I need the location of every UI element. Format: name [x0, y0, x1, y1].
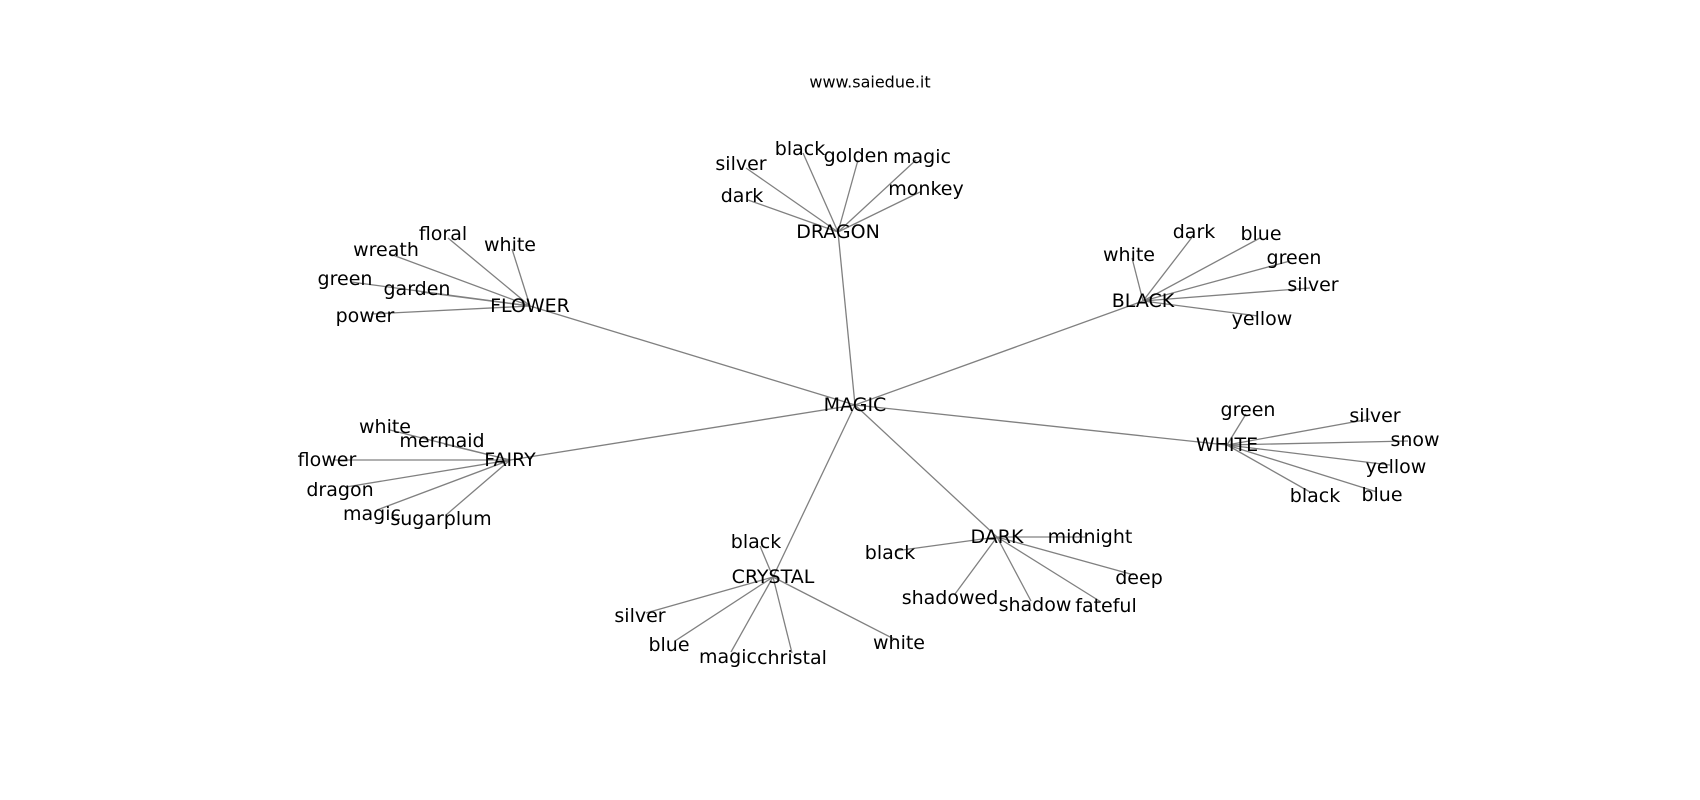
leaf-node-dark-midnight: midnight	[1048, 526, 1133, 548]
edge-root-to-white	[854, 404, 1228, 446]
leaf-node-black-yellow: yellow	[1232, 308, 1293, 330]
hub-node-black: BLACK	[1112, 290, 1175, 312]
leaf-node-crystal-blue: blue	[648, 634, 689, 656]
leaf-node-fairy-magic: magic	[343, 503, 401, 525]
edge-black-to-white	[1131, 257, 1144, 302]
leaf-node-white-black: black	[1290, 485, 1340, 507]
leaf-node-dragon-magic: magic	[893, 146, 951, 168]
leaf-node-dark-shadowed: shadowed	[902, 587, 999, 609]
leaf-node-white-silver: silver	[1349, 405, 1400, 427]
edge-flower-to-white	[511, 248, 531, 307]
leaf-node-dragon-silver: silver	[715, 153, 766, 175]
edge-flower-to-wreath	[389, 253, 531, 307]
leaf-node-black-dark: dark	[1173, 221, 1216, 243]
edge-white-to-blue	[1226, 444, 1378, 493]
leaf-node-flower-green: green	[318, 268, 373, 290]
leaf-node-dragon-black: black	[775, 138, 825, 160]
edge-dragon-to-dark	[747, 199, 839, 233]
hub-node-crystal: CRYSTAL	[732, 566, 815, 588]
edge-black-to-dark	[1142, 235, 1194, 302]
hub-node-fairy: FAIRY	[484, 449, 536, 471]
edge-root-to-dragon	[837, 231, 856, 406]
edge-dark-to-shadowed	[954, 536, 998, 595]
edge-root-to-crystal	[772, 404, 856, 578]
edge-crystal-to-silver	[645, 576, 774, 614]
source-caption: www.saiedue.it	[809, 73, 930, 92]
leaf-node-fairy-mermaid: mermaid	[399, 430, 484, 452]
leaf-node-fairy-dragon: dragon	[306, 479, 373, 501]
edges-layer	[333, 152, 1409, 654]
edge-dragon-to-black	[802, 152, 839, 233]
edge-root-to-flower	[529, 305, 856, 406]
edge-dark-to-shadow	[996, 536, 1032, 602]
edge-fairy-to-dragon	[345, 459, 511, 488]
edge-flower-to-power	[370, 305, 531, 315]
edge-white-to-green	[1226, 413, 1247, 446]
edge-dragon-to-silver	[745, 167, 839, 233]
edge-black-to-silver	[1142, 287, 1311, 302]
leaf-node-flower-white: white	[484, 234, 536, 256]
leaf-node-flower-power: power	[336, 305, 395, 327]
edge-dark-to-deep	[996, 536, 1135, 576]
leaf-node-white-blue: blue	[1361, 484, 1402, 506]
edge-crystal-to-black	[759, 545, 774, 578]
edge-black-to-green	[1142, 260, 1291, 302]
edge-black-to-yellow	[1142, 300, 1259, 317]
edge-root-to-dark	[854, 404, 998, 538]
leaf-node-fairy-white: white	[359, 416, 411, 438]
edge-white-to-yellow	[1226, 444, 1391, 466]
edge-fairy-to-sugarplum	[445, 459, 511, 516]
leaf-node-crystal-christal: christal	[757, 647, 827, 669]
leaf-node-dragon-golden: golden	[824, 145, 889, 167]
edge-crystal-to-christal	[772, 576, 793, 654]
edge-crystal-to-blue	[674, 576, 774, 642]
edge-dark-to-fateful	[996, 536, 1102, 603]
edge-dark-to-black	[894, 536, 998, 552]
leaf-node-dragon-monkey: monkey	[888, 178, 963, 200]
leaf-node-dark-black: black	[865, 542, 915, 564]
edge-root-to-fairy	[509, 404, 856, 461]
leaf-node-flower-garden: garden	[384, 278, 451, 300]
leaf-node-fairy-flower: flower	[298, 449, 357, 471]
edge-crystal-to-white	[772, 576, 895, 640]
leaf-node-dark-fateful: fateful	[1075, 595, 1136, 617]
edge-fairy-to-mermaid	[443, 443, 511, 461]
hub-node-white: WHITE	[1196, 434, 1258, 456]
hub-node-flower: FLOWER	[490, 295, 570, 317]
edge-black-to-blue	[1142, 237, 1261, 302]
root-node-label: MAGIC	[824, 394, 887, 416]
edge-dragon-to-golden	[837, 159, 859, 233]
leaf-node-crystal-silver: silver	[614, 605, 665, 627]
edge-crystal-to-magic	[730, 576, 774, 653]
edge-dragon-to-magic	[837, 159, 917, 233]
leaf-node-dark-deep: deep	[1115, 567, 1163, 589]
leaf-node-white-green: green	[1221, 399, 1276, 421]
leaf-node-crystal-white: white	[873, 632, 925, 654]
edge-root-to-black	[854, 300, 1144, 406]
leaf-node-white-yellow: yellow	[1366, 456, 1427, 478]
leaf-node-dragon-dark: dark	[721, 185, 764, 207]
hub-node-dragon: DRAGON	[796, 221, 880, 243]
leaf-node-flower-wreath: wreath	[353, 239, 419, 261]
leaf-node-fairy-sugarplum: sugarplum	[390, 508, 491, 530]
edge-fairy-to-magic	[376, 459, 511, 511]
hub-node-dark: DARK	[971, 526, 1024, 548]
leaf-node-black-silver: silver	[1287, 274, 1338, 296]
edge-flower-to-garden	[420, 291, 531, 307]
edge-white-to-silver	[1226, 418, 1371, 446]
edge-dragon-to-monkey	[837, 191, 921, 233]
leaf-node-crystal-black: black	[731, 531, 781, 553]
leaf-node-black-white: white	[1103, 244, 1155, 266]
edge-white-to-snow	[1226, 440, 1409, 446]
leaf-node-white-snow: snow	[1390, 429, 1439, 451]
leaf-node-flower-floral: floral	[419, 223, 467, 245]
edge-flower-to-floral	[447, 237, 531, 307]
leaf-node-black-green: green	[1267, 247, 1322, 269]
edge-white-to-black	[1226, 444, 1311, 493]
leaf-node-crystal-magic: magic	[699, 646, 757, 668]
leaf-node-black-blue: blue	[1240, 223, 1281, 245]
leaf-node-dark-shadow: shadow	[999, 594, 1072, 616]
